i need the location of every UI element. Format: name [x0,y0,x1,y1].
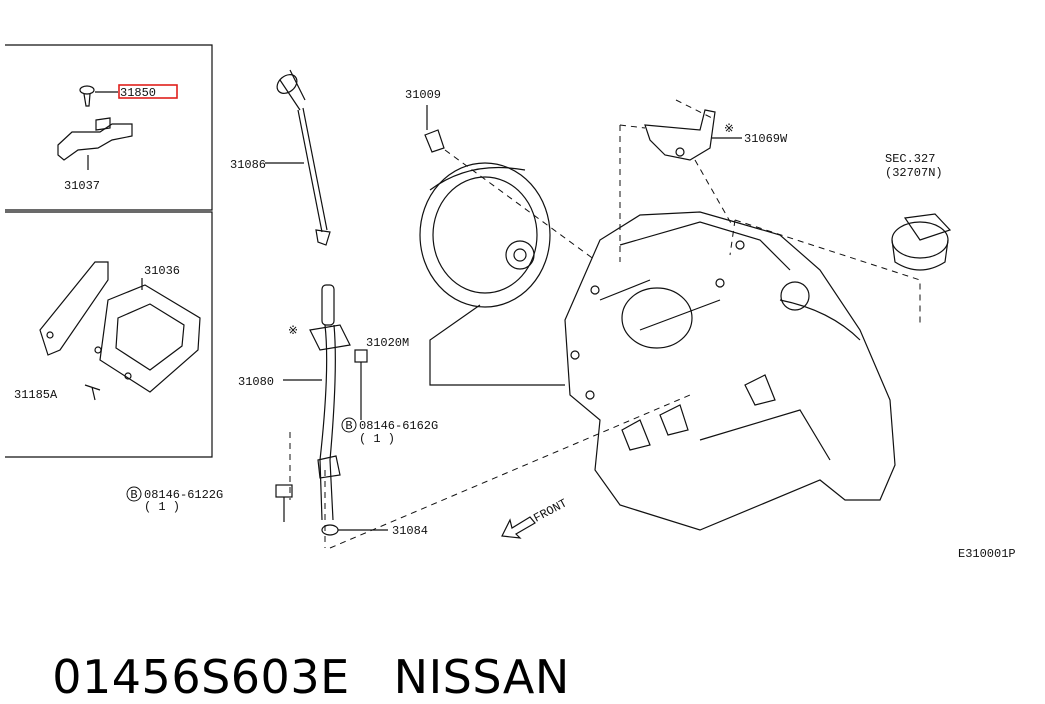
inset-top-frame [5,44,213,211]
label-bolt1-qty: ( 1 ) [359,432,395,446]
label-31037[interactable]: 31037 [64,179,100,193]
part-number: 01456S603E [52,650,350,704]
dipstick-31086 [265,69,331,246]
bracket-31069W [644,109,742,161]
front-arrow: FRONT [501,496,570,539]
screw-31850 [79,85,118,107]
oring-31084 [321,524,339,536]
label-31009[interactable]: 31009 [405,88,441,102]
brand-name: NISSAN [393,650,570,704]
torque-converter-31020M [419,162,565,386]
sensor-sec327 [891,213,952,271]
bolt-marker-b2: B [126,486,142,502]
label-bolt2-qty: ( 1 ) [144,500,180,514]
bolt-08146-6122G [275,484,293,522]
label-31036[interactable]: 31036 [144,264,180,278]
highlight-box [118,84,178,99]
label-31069W[interactable]: 31069W [744,132,788,146]
label-31185A[interactable]: 31185A [14,388,58,402]
label-31080[interactable]: 31080 [238,375,274,389]
svg-text:FRONT: FRONT [531,496,569,525]
label-sec-sub: (32707N) [885,166,943,180]
parts-diagram: B B FRONT 31850 31037 31036 31185A 31086… [5,44,1016,561]
label-31086[interactable]: 31086 [230,158,266,172]
label-31850[interactable]: 31850 [120,86,156,100]
note-star-2: ※ [724,122,734,136]
sensor-31037 [57,117,133,170]
label-bolt1-code[interactable]: 08146-6162G [359,419,438,433]
label-31020M[interactable]: 31020M [366,336,409,350]
svg-text:B: B [130,488,137,502]
tcm-31036 [39,261,201,401]
label-bolt2-code[interactable]: 08146-6122G [144,488,223,502]
note-star-1: ※ [288,324,298,338]
tube-31080 [283,284,368,521]
svg-text:B: B [345,419,352,433]
diagram-code: E310001P [958,547,1016,561]
bolt-marker-b1: B [341,417,357,433]
label-31084[interactable]: 31084 [392,524,428,538]
label-sec-ref[interactable]: SEC.327 [885,152,935,166]
caption: 01456S603E NISSAN [22,596,570,704]
bolt-31009 [424,105,445,153]
inset-bottom-frame [5,211,213,458]
transmission-case [564,211,896,531]
